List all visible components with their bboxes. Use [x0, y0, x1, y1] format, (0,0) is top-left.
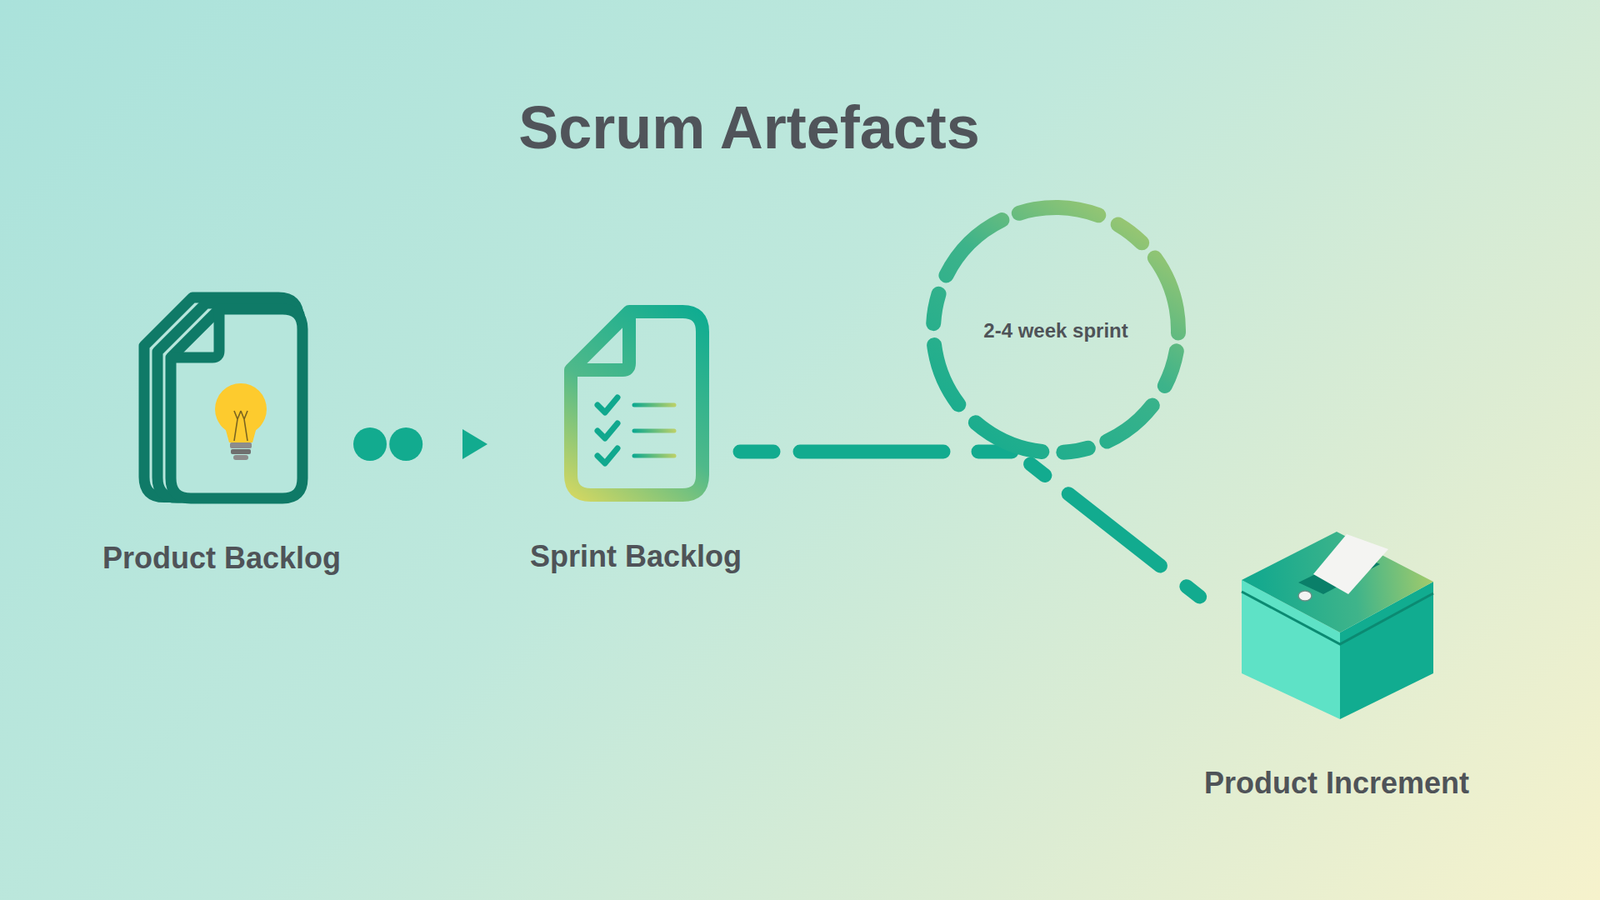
node-icon: [1240, 530, 1434, 720]
sprint-backlog-node: Sprint Backlog: [560, 303, 711, 504]
product-backlog-node: Product Backlog: [132, 285, 311, 505]
node-icon: [560, 303, 711, 504]
artefact-label: Sprint Backlog: [530, 538, 742, 575]
flow-connector: [1030, 464, 1212, 606]
flow-connector: [740, 451, 1020, 453]
sprint-cycle-circle: 2-4 week sprint: [925, 199, 1187, 461]
artefact-label: Product Increment: [1204, 765, 1470, 801]
cycle-label: 2-4 week sprint: [983, 318, 1128, 343]
diagram-title: Scrum Artefacts: [0, 91, 1499, 164]
product-increment-node: Product Increment: [1240, 530, 1434, 720]
artefact-label: Product Backlog: [102, 540, 341, 576]
flow-connector: [353, 427, 488, 461]
node-icon: [132, 285, 311, 505]
